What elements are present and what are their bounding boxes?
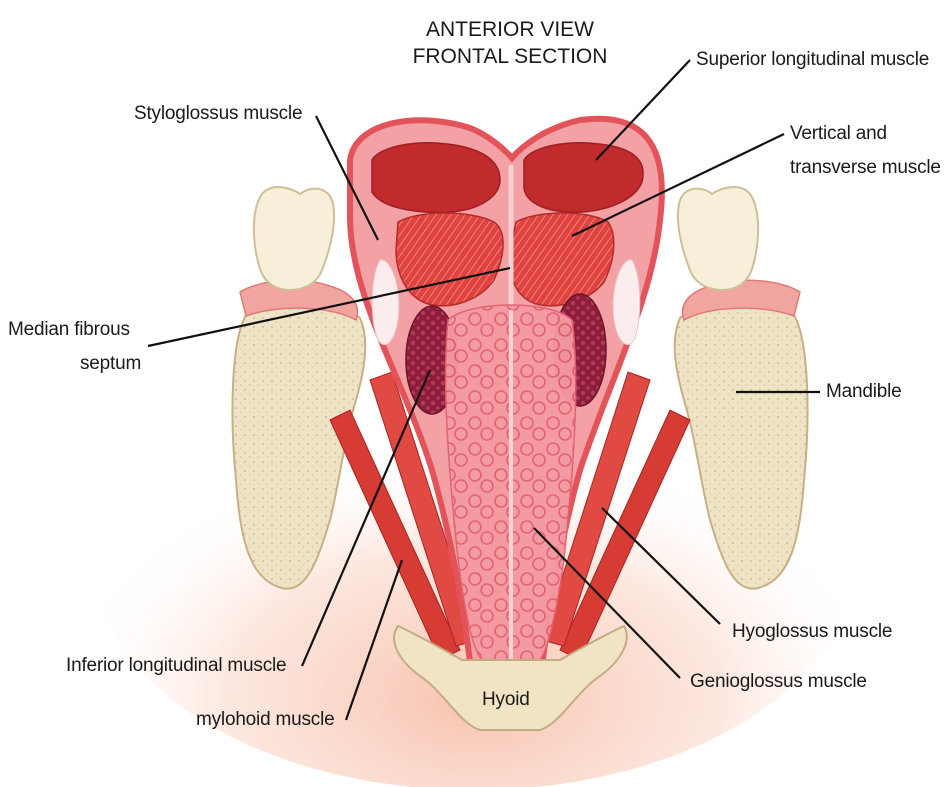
label-mandible: Mandible — [826, 380, 902, 403]
label-superior-longitudinal: Superior longitudinal muscle — [696, 48, 929, 71]
view-title-line1: ANTERIOR VIEW — [400, 16, 620, 43]
right-tooth — [678, 187, 758, 290]
label-vertical-transverse-line1: Vertical and — [790, 122, 887, 145]
label-genioglossus: Genioglossus muscle — [690, 670, 867, 693]
label-vertical-transverse-line2: transverse muscle — [790, 156, 941, 179]
label-inferior-longitudinal: Inferior longitudinal muscle — [66, 654, 286, 677]
label-styloglossus: Styloglossus muscle — [134, 102, 302, 125]
view-title-line2: FRONTAL SECTION — [400, 43, 620, 70]
view-title: ANTERIOR VIEW FRONTAL SECTION — [400, 16, 620, 70]
label-hyoid: Hyoid — [482, 688, 530, 711]
label-median-septum-line2: septum — [80, 352, 141, 375]
label-median-septum-line1: Median fibrous — [8, 318, 130, 341]
label-mylohoid: mylohoid muscle — [196, 708, 335, 731]
left-tooth — [254, 187, 334, 290]
left-superior-longitudinal — [372, 143, 500, 212]
label-hyoglossus: Hyoglossus muscle — [732, 620, 892, 643]
